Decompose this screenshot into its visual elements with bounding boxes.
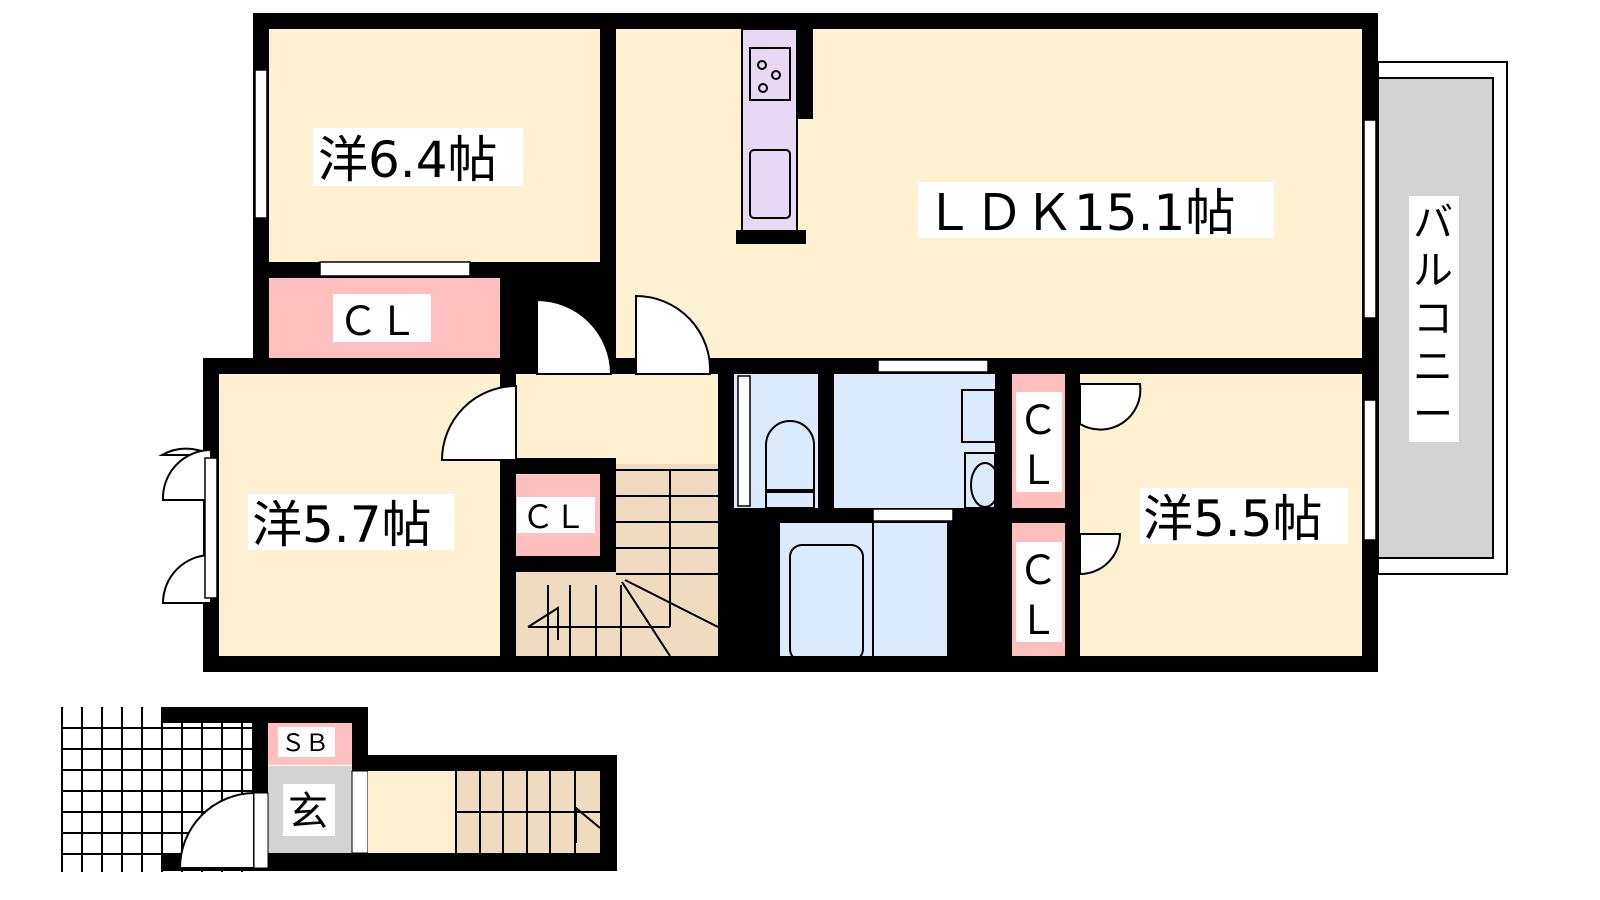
sink-icon	[749, 149, 791, 219]
label-balcony-4: ニ	[1413, 344, 1453, 390]
stove-icon	[749, 47, 791, 101]
windows	[204, 69, 1377, 599]
label-closet-1: ＣＬ	[338, 299, 418, 345]
label-closet-3-c: Ｃ	[1018, 398, 1058, 444]
label-balcony-5: ー	[1413, 392, 1453, 438]
bathtub-icon	[789, 544, 864, 662]
label-western-5-7: 洋5.7帖	[252, 496, 432, 554]
kitchen-counter	[741, 28, 798, 233]
lower-floor	[61, 707, 617, 872]
label-closet-2: ＣＬ	[522, 498, 586, 536]
label-closet-3-l: Ｌ	[1018, 448, 1058, 494]
label-balcony-2: ル	[1413, 248, 1453, 294]
washing-machine	[961, 389, 996, 443]
label-balcony-3: コ	[1413, 296, 1453, 342]
toilet-icon	[765, 420, 815, 509]
label-shoe-box: ＳＢ	[281, 729, 329, 757]
label-balcony-1: バ	[1413, 200, 1453, 246]
wash-basin	[964, 452, 996, 509]
label-western-6-4: 洋6.4帖	[318, 131, 498, 189]
label-closet-4-l: Ｌ	[1018, 598, 1058, 644]
stair-lines	[527, 469, 719, 657]
entrance-door	[178, 791, 255, 869]
label-ldk: ＬＤＫ15.1帖	[924, 184, 1235, 242]
doors	[158, 294, 1142, 604]
label-western-5-5: 洋5.5帖	[1143, 490, 1323, 548]
label-closet-4-c: Ｃ	[1018, 548, 1058, 594]
hallway	[516, 374, 718, 464]
label-entrance: 玄	[288, 789, 328, 835]
